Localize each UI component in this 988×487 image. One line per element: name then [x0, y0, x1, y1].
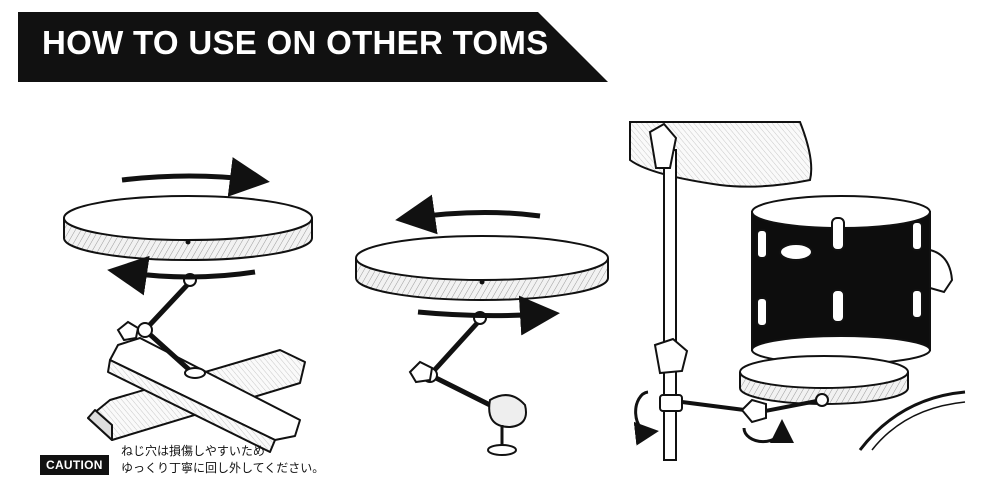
practice-pad-3 [739, 355, 909, 405]
clamp-arm [116, 273, 206, 379]
practice-pad-1 [63, 195, 313, 261]
pad-with-clamp-illustration [355, 194, 609, 456]
knob-turn-icon [742, 419, 794, 444]
x-stand-base [87, 337, 306, 453]
caution-note-line-1: ねじ穴は損傷しやすいため [121, 444, 265, 458]
rotate-left-arrow-icon [395, 194, 541, 235]
tom-drum [751, 195, 954, 365]
banner-background [18, 12, 608, 82]
pad-on-stand-illustration [63, 157, 313, 453]
clamp-arm-2 [408, 311, 527, 456]
caution-note: ねじ穴は損傷しやすいため ゆっくり丁寧に回し外してください。 [121, 443, 324, 477]
knob-turn-icon [633, 390, 659, 446]
caution-note-line-2: ゆっくり丁寧に回し外してください。 [121, 461, 325, 475]
bass-drum [858, 390, 966, 451]
rotate-right-arrow-icon [417, 295, 560, 336]
title-banner: HOW TO USE ON OTHER TOMS [18, 12, 608, 82]
cymbal-stand [648, 122, 689, 461]
drum-kit-mount-illustration [629, 121, 966, 461]
rotate-right-arrow-icon [121, 157, 270, 197]
page-title: HOW TO USE ON OTHER TOMS [42, 24, 549, 61]
caution-label: CAUTION [40, 455, 109, 475]
rotate-left-arrow-icon [107, 255, 256, 296]
clamp-arm-3 [681, 393, 829, 424]
practice-pad-2 [355, 235, 609, 301]
